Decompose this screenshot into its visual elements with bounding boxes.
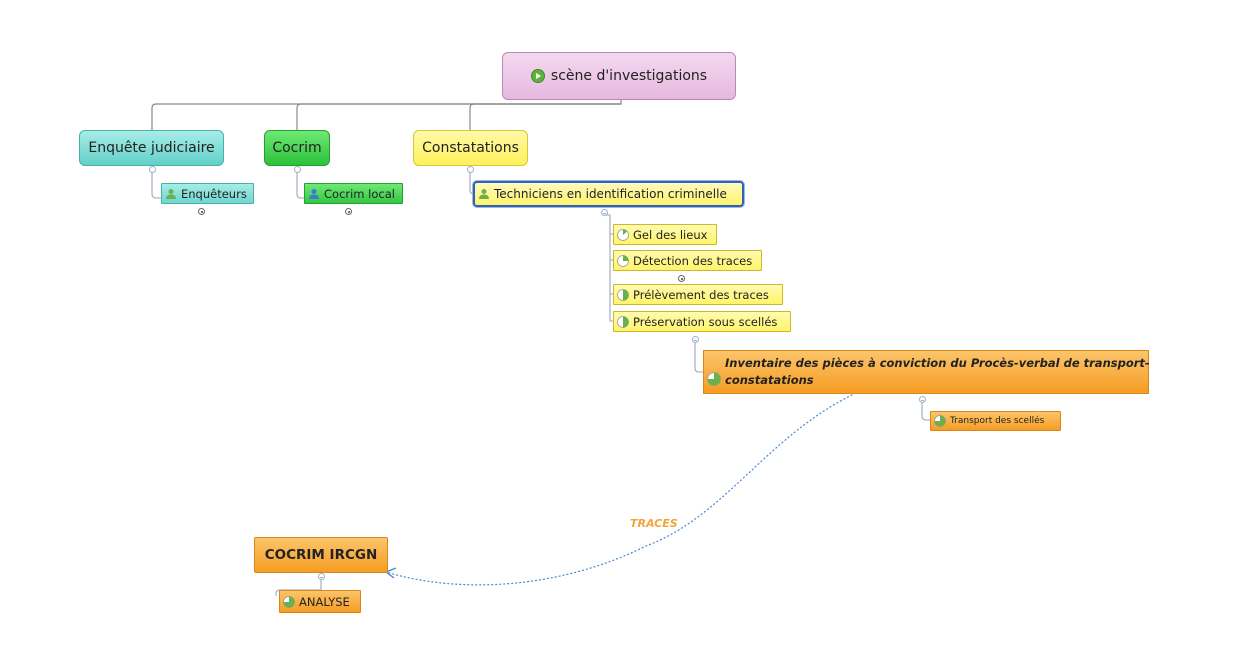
topic-enquete-judiciaire[interactable]: Enquête judiciaire xyxy=(79,130,224,166)
subtopic-label: Prélèvement des traces xyxy=(633,287,769,302)
subtopic-transport-des-scelles[interactable]: Transport des scellés xyxy=(930,411,1061,431)
progress-pie-icon xyxy=(707,372,721,386)
branch-handle[interactable] xyxy=(467,166,474,173)
topic-cocrim[interactable]: Cocrim xyxy=(264,130,330,166)
subtopic-prelevement-des-traces[interactable]: Prélèvement des traces xyxy=(613,284,783,305)
person-icon xyxy=(309,188,319,199)
progress-pie-icon xyxy=(617,254,629,267)
collapse-icon[interactable] xyxy=(919,396,926,403)
inventaire-label-line-1: Inventaire des pièces à conviction du Pr… xyxy=(725,356,1150,370)
progress-pie-icon xyxy=(934,415,946,427)
subtopic-cocrim-local[interactable]: Cocrim local xyxy=(304,183,403,204)
collapse-icon[interactable] xyxy=(692,336,699,343)
relationship-label-traces[interactable]: TRACES xyxy=(630,515,678,531)
subtopic-detection-des-traces[interactable]: Détection des traces xyxy=(613,250,762,271)
subtopic-label: ANALYSE xyxy=(299,594,350,609)
root-topic[interactable]: scène d'investigations xyxy=(502,52,736,100)
collapse-icon[interactable] xyxy=(601,209,608,216)
subtopic-label: Détection des traces xyxy=(633,253,753,268)
traces-relationship-line[interactable] xyxy=(385,392,857,586)
subtopic-preservation-sous-scelles[interactable]: Préservation sous scellés xyxy=(613,311,791,332)
subtopic-label: Cocrim local xyxy=(324,186,395,201)
play-icon xyxy=(530,69,545,83)
subtopic-label: Préservation sous scellés xyxy=(633,314,778,329)
branch-handle[interactable] xyxy=(149,166,156,173)
progress-pie-icon xyxy=(617,228,629,241)
topic-label: Cocrim xyxy=(272,140,322,156)
expand-collapsed-icon[interactable] xyxy=(198,208,205,215)
subtopic-gel-des-lieux[interactable]: Gel des lieux xyxy=(613,224,717,245)
subtopic-enqueteurs[interactable]: Enquêteurs xyxy=(161,183,254,204)
connector-lines xyxy=(151,100,930,596)
topic-label: COCRIM IRCGN xyxy=(264,547,378,563)
inventaire-label-line-2: constatations xyxy=(725,373,814,387)
progress-pie-icon xyxy=(617,288,629,301)
expand-collapsed-icon[interactable] xyxy=(678,275,685,282)
relationship-label: TRACES xyxy=(630,516,678,530)
topic-label: Constatations xyxy=(422,140,519,156)
subtopic-techniciens[interactable]: Techniciens en identification criminelle xyxy=(473,181,744,207)
expand-collapsed-icon[interactable] xyxy=(345,208,352,215)
floating-topic-cocrim-ircgn[interactable]: COCRIM IRCGN xyxy=(254,537,388,573)
root-topic-label: scène d'investigations xyxy=(550,68,708,84)
collapse-icon[interactable] xyxy=(318,573,325,580)
subtopic-label: Enquêteurs xyxy=(181,186,247,201)
subtopic-analyse[interactable]: ANALYSE xyxy=(279,590,361,613)
progress-pie-icon xyxy=(283,595,295,608)
branch-handle[interactable] xyxy=(294,166,301,173)
mind-map-canvas: scène d'investigations Enquête judiciair… xyxy=(6,6,1251,639)
subtopic-inventaire[interactable]: Inventaire des pièces à conviction du Pr… xyxy=(703,350,1150,394)
subtopic-label: Gel des lieux xyxy=(633,227,708,242)
progress-pie-icon xyxy=(617,315,629,328)
topic-label: Enquête judiciaire xyxy=(88,140,215,156)
topic-constatations[interactable]: Constatations xyxy=(413,130,528,166)
person-icon xyxy=(166,188,176,199)
subtopic-label: Techniciens en identification criminelle xyxy=(494,187,727,201)
subtopic-label: Transport des scellés xyxy=(950,416,1045,426)
person-icon xyxy=(479,189,489,199)
